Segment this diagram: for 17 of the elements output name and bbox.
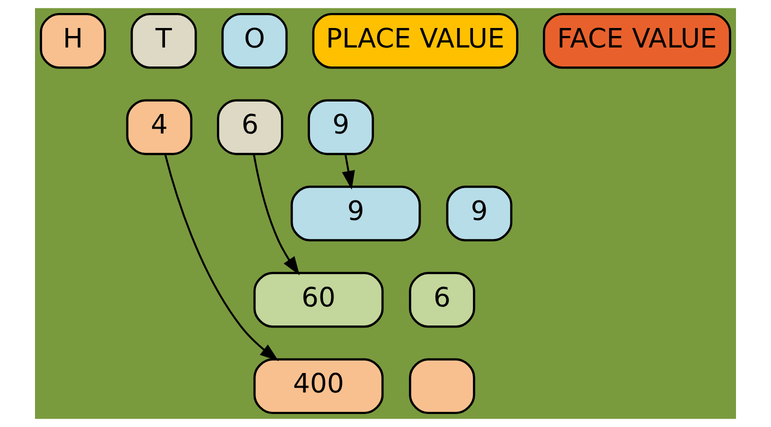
node-box: 60 xyxy=(253,272,384,328)
node-box: 9 xyxy=(446,186,512,242)
arrow xyxy=(252,154,300,276)
node-box: FACE VALUE xyxy=(542,12,732,69)
node-box: 400 xyxy=(253,358,384,414)
node-box: 9 xyxy=(290,186,421,242)
node-box: H xyxy=(40,12,106,69)
node-box: 6 xyxy=(216,99,284,156)
node-box: 6 xyxy=(408,272,476,328)
arrow xyxy=(342,154,355,190)
arrow xyxy=(164,154,279,362)
node-box xyxy=(408,358,476,414)
node-box: 9 xyxy=(308,99,374,156)
node-box: T xyxy=(130,12,197,69)
node-box: O xyxy=(221,12,288,69)
node-box: 4 xyxy=(126,99,192,156)
node-box: PLACE VALUE xyxy=(312,12,518,69)
